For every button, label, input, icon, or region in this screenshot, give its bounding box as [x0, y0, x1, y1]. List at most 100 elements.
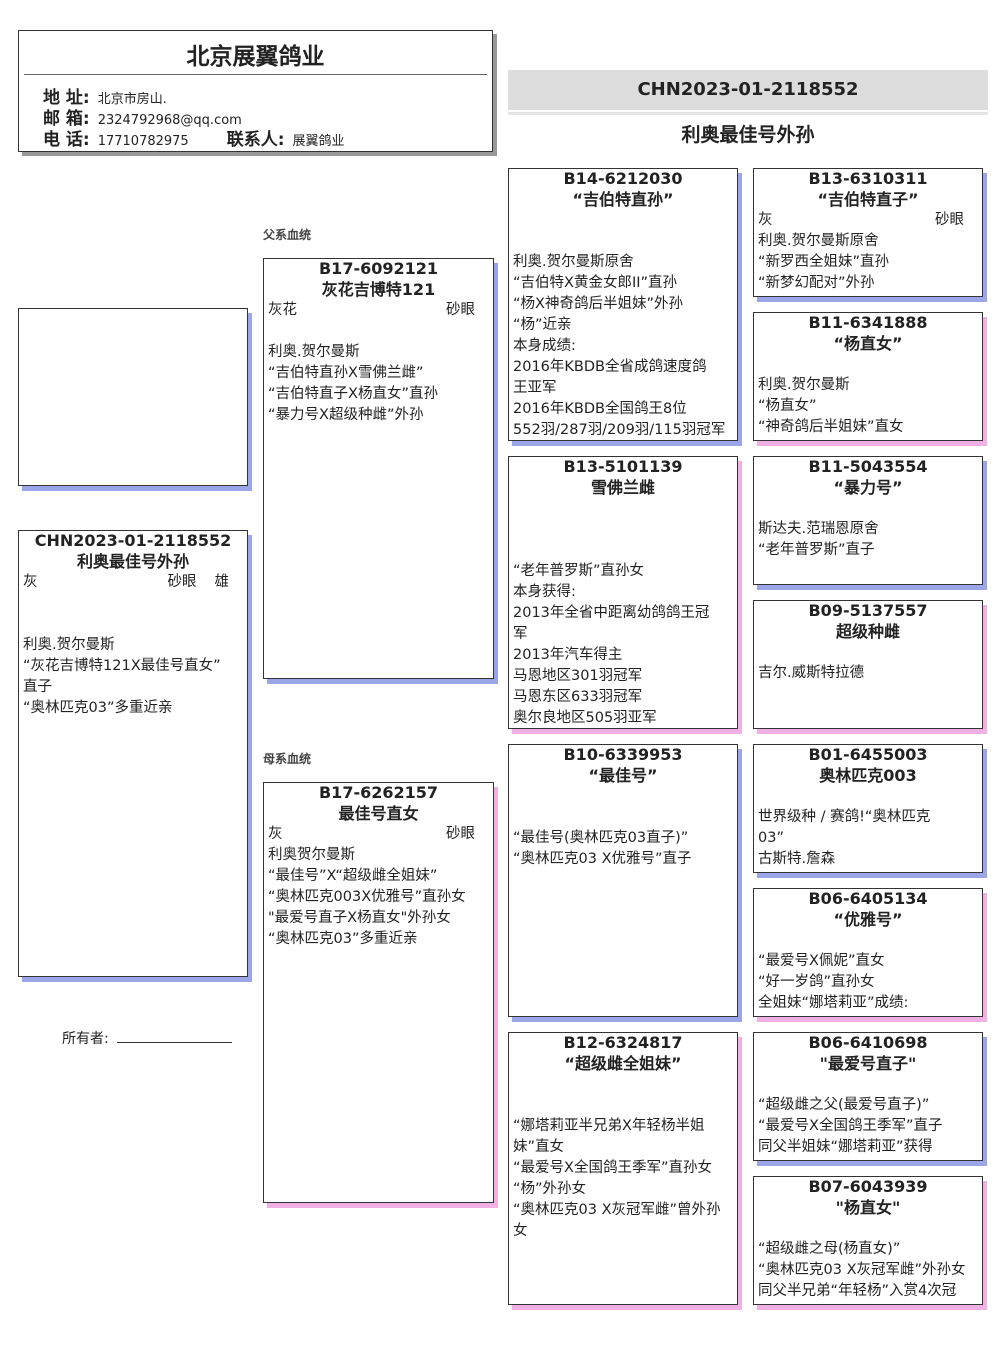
- ring-number: B12-6324817: [563, 1033, 683, 1052]
- description-line: 03”: [758, 830, 784, 846]
- eye-type: 砂眼: [446, 302, 475, 318]
- email-value: 2324792968@qq.com: [97, 113, 242, 128]
- pedigree-card-subject[interactable]: CHN2023-01-2118552 利奥最佳号外孙灰 砂眼雄利奥.贺尔曼斯 “灰花吉…: [18, 530, 248, 977]
- contact-value: 展翼鸽业: [292, 134, 345, 149]
- description-line: [23, 614, 243, 635]
- pedigree-card-ss[interactable]: B14-6212030“吉伯特直孙”利奥.贺尔曼斯原舍“吉伯特X黄金女郎II”直…: [508, 168, 738, 441]
- description-line: [513, 231, 733, 252]
- eye-type: 砂眼: [935, 212, 964, 228]
- ring-number: B01-6455003: [808, 745, 928, 764]
- description-line: [513, 1095, 733, 1116]
- description-line: “超级雌之父(最爱号直子)”: [758, 1097, 930, 1113]
- description-line: “吉伯特直孙X雪佛兰雌”: [268, 365, 424, 381]
- description-line: [758, 642, 978, 663]
- pedigree-card-ddd[interactable]: B07-6043939"杨直女"“超级雌之母(杨直女)”“奥林匹克03 X灰冠军…: [753, 1176, 983, 1305]
- eye-sex: 砂眼雄: [150, 572, 230, 593]
- description-line: 斯达夫.范瑞恩原舍: [758, 521, 879, 537]
- description-line: “灰花吉博特121X最佳号直女”: [23, 658, 221, 674]
- feather-color: 灰花: [268, 302, 297, 318]
- description-line: [758, 354, 978, 375]
- description-line: 2013年汽车得主: [513, 647, 623, 663]
- description-line: "最爱号直子X杨直女"外孙女: [268, 910, 451, 926]
- bird-name: 利奥最佳号外孙: [76, 552, 189, 571]
- address-row: 地 址: 北京市房山.: [43, 83, 167, 108]
- feather-color: 灰: [758, 212, 773, 228]
- description-line: [758, 498, 978, 519]
- description-line: 同父半姐妹“娜塔莉亚”获得: [758, 1139, 933, 1155]
- ring-number: B11-6341888: [808, 313, 928, 332]
- description-line: 直子: [23, 679, 52, 695]
- description-line: 利奥.贺尔曼斯: [23, 637, 115, 653]
- feather-color: 灰: [268, 826, 283, 842]
- description-line: 女: [513, 1223, 528, 1239]
- pedigree-card-sds[interactable]: B11-5043554“暴力号”斯达夫.范瑞恩原舍“老年普罗斯”直子: [753, 456, 983, 585]
- description-line: “奥林匹克03”多重近亲: [23, 700, 173, 716]
- description-line: 552羽/287羽/209羽/115羽冠军: [513, 422, 726, 438]
- pedigree-card-ssd[interactable]: B11-6341888“杨直女”利奥.贺尔曼斯“杨直女”“神奇鸽后半姐妹”直女: [753, 312, 983, 441]
- ring-number: B14-6212030: [563, 169, 683, 188]
- phone-label: 电 话:: [43, 130, 90, 150]
- address-value: 北京市房山.: [97, 92, 167, 107]
- address-label: 地 址:: [43, 88, 90, 108]
- description-line: “新梦幻配对”外孙: [758, 275, 875, 291]
- breeder-header: 北京展翼鸽业 地 址:北京市房山. 邮 箱:2324792968@qq.com …: [18, 30, 493, 152]
- description-line: “神奇鸽后半姐妹”直女: [758, 419, 904, 435]
- eye-type: 砂眼: [167, 574, 197, 590]
- ring-number: B17-6092121: [318, 259, 439, 278]
- bird-name: “暴力号”: [833, 478, 903, 497]
- ring-number: B11-5043554: [808, 457, 928, 476]
- feather-color: 灰: [23, 574, 38, 590]
- description-line: 利奥.贺尔曼斯原舍: [513, 254, 634, 270]
- description-line: [513, 519, 733, 540]
- subject-name-title: 利奥最佳号外孙: [681, 124, 815, 146]
- description-line: “最爱号X全国鸽王季军”直子: [758, 1118, 943, 1134]
- description-line: [758, 1218, 978, 1239]
- ring-number: CHN2023-01-2118552: [34, 531, 232, 550]
- photo-box: [18, 308, 248, 486]
- contact-label: 联系人:: [226, 130, 285, 150]
- ring-number: B13-6310311: [808, 169, 928, 188]
- description-line: “最爱号X佩妮”直女: [758, 953, 885, 969]
- owner-field: 所有者:: [62, 1028, 232, 1048]
- description-line: [513, 1074, 733, 1095]
- description-line: “吉伯特直子X杨直女”直孙: [268, 386, 438, 402]
- description-line: 妹”直女: [513, 1139, 565, 1155]
- pedigree-card-ds[interactable]: B10-6339953“最佳号”“最佳号(奥林匹克03直子)”“奥林匹克03 X…: [508, 744, 738, 1017]
- bird-name: 灰花吉博特121: [321, 280, 436, 299]
- pedigree-card-dds[interactable]: B06-6410698"最爱号直子"“超级雌之父(最爱号直子)”“最爱号X全国鸽…: [753, 1032, 983, 1161]
- description-line: “奥林匹克03 X灰冠军雌”外孙女: [758, 1262, 966, 1278]
- description-line: 2016年KBDB全省成鸽速度鸽: [513, 359, 707, 375]
- owner-signature-line[interactable]: [116, 1028, 232, 1043]
- color-eye-row: 灰 砂眼: [758, 210, 978, 231]
- description-line: 本身成绩:: [513, 338, 576, 354]
- ring-number: B07-6043939: [808, 1177, 928, 1196]
- pedigree-card-dsd[interactable]: B06-6405134“优雅号”“最爱号X佩妮”直女“好一岁鸽”直孙女全姐妹“娜…: [753, 888, 983, 1017]
- breeder-title: 北京展翼鸽业: [186, 44, 325, 70]
- subject-ring-band: CHN2023-01-2118552: [508, 70, 988, 112]
- description-line: “杨X神奇鸽后半姐妹”外孙: [513, 296, 683, 312]
- description-line: 军: [513, 626, 528, 642]
- description-line: [513, 807, 733, 828]
- description-line: [268, 321, 489, 342]
- description-line: 利奥.贺尔曼斯原舍: [758, 233, 879, 249]
- pedigree-card-sss[interactable]: B13-6310311“吉伯特直子”灰砂眼利奥.贺尔曼斯原舍“新罗西全姐妹”直孙…: [753, 168, 983, 297]
- email-row: 邮 箱:2324792968@qq.com: [43, 104, 242, 129]
- pedigree-card-dd[interactable]: B12-6324817“超级雌全姐妹”“娜塔莉亚半兄弟X年轻杨半姐妹”直女“最爱…: [508, 1032, 738, 1305]
- description-line: “奥林匹克03 X优雅号”直子: [513, 851, 692, 867]
- ring-number: B06-6410698: [808, 1033, 928, 1052]
- owner-label: 所有者:: [62, 1031, 109, 1047]
- description-line: “奥林匹克03 X灰冠军雌”曾外孙: [513, 1202, 721, 1218]
- description-line: “奥林匹克003X优雅号”直孙女: [268, 889, 466, 905]
- description-line: “杨”近亲: [513, 317, 572, 333]
- description-line: “新罗西全姐妹”直孙: [758, 254, 890, 270]
- description-line: 古斯特.詹森: [758, 851, 836, 867]
- ring-number: B10-6339953: [563, 745, 683, 764]
- description-line: [513, 498, 733, 519]
- description-line: “好一岁鸽”直孙女: [758, 974, 875, 990]
